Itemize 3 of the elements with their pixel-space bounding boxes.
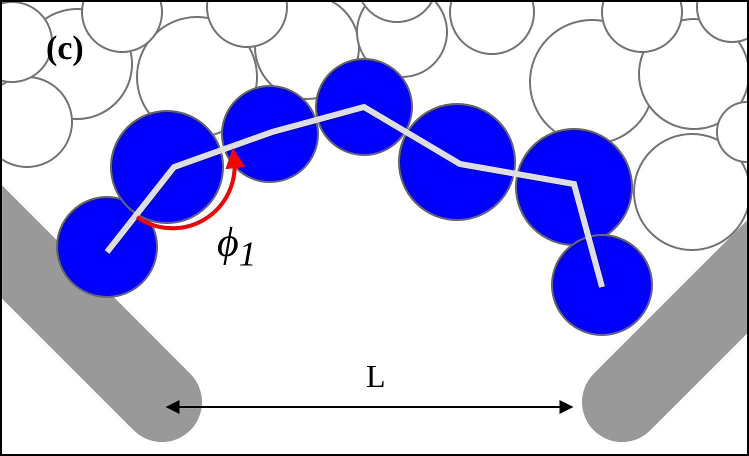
angle-label: ϕ$_{1}$ [217, 222, 256, 272]
panel-label: (c) [46, 32, 84, 66]
dimension-label: L [366, 360, 386, 392]
